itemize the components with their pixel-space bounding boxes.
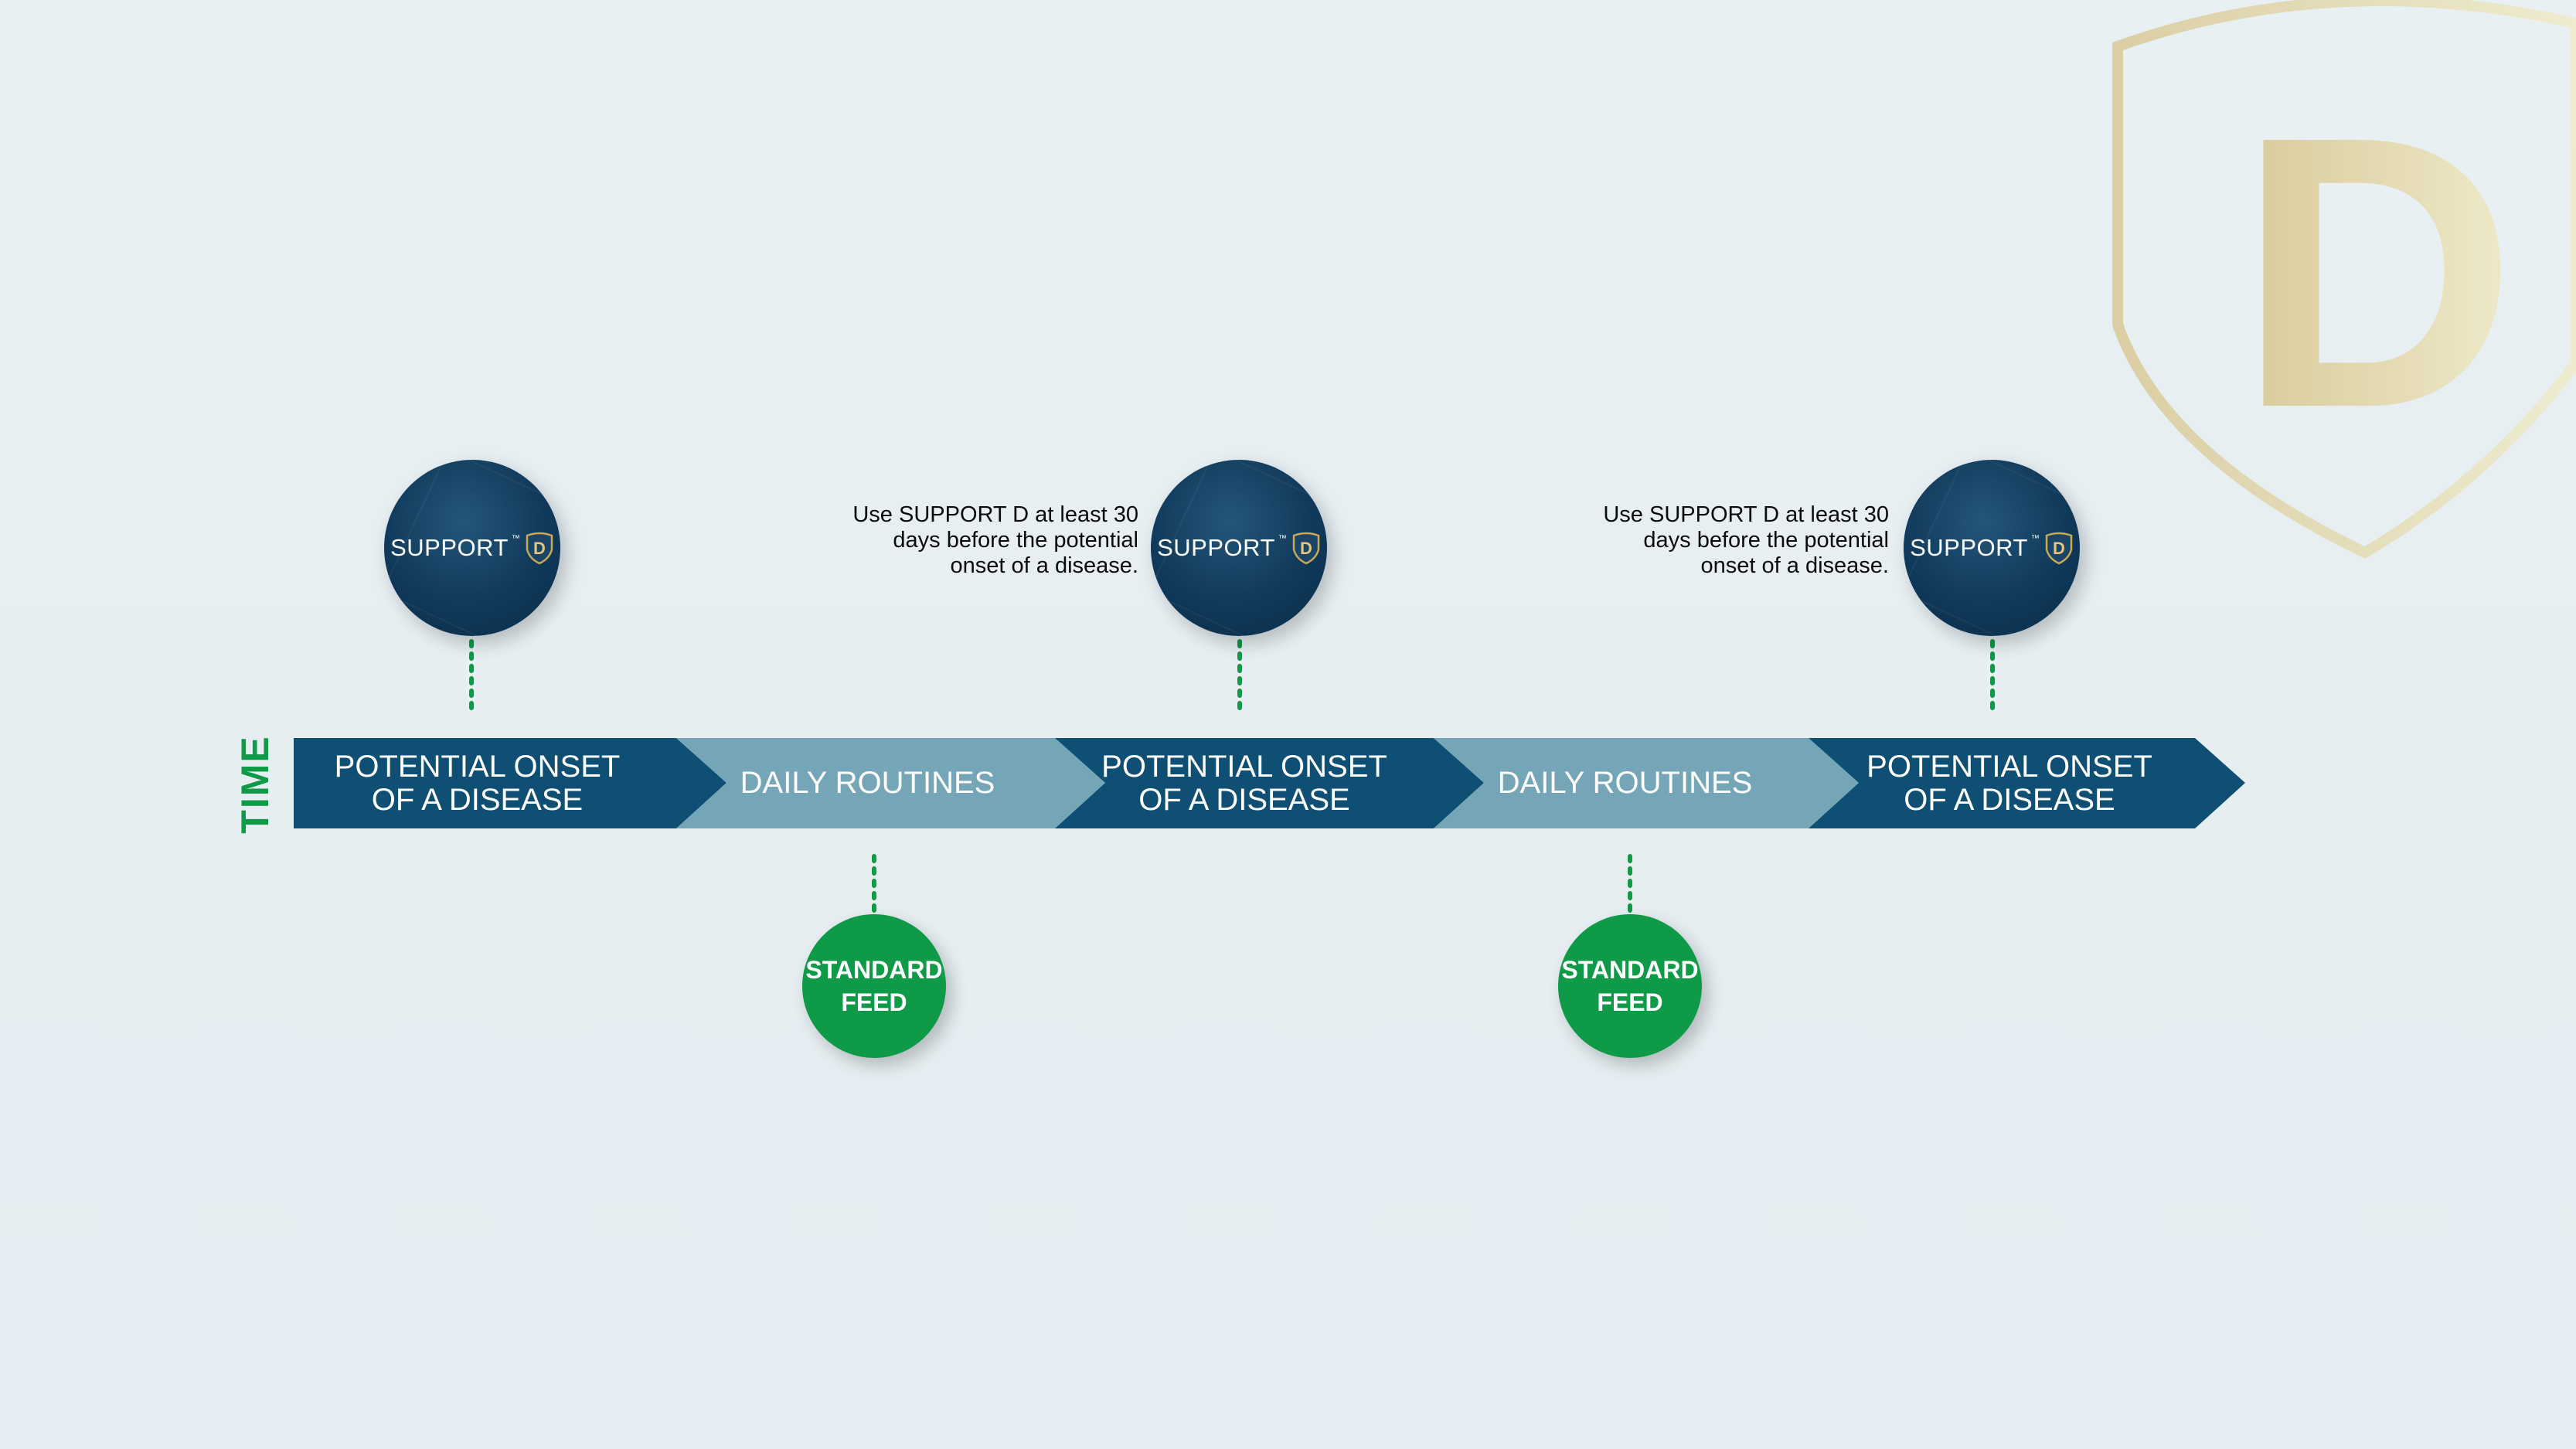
badge-text: SUPPORT: [1910, 534, 2028, 561]
segment-routine-2: [1434, 738, 1859, 828]
segment-label-routine-1: DAILY ROUTINES: [740, 766, 995, 800]
segment-label-onset-3: POTENTIAL ONSET OF A DISEASE: [1866, 749, 2152, 817]
background-shield-watermark: D: [2112, 0, 2576, 559]
standard-feed-circle-1: STANDARD FEED: [802, 914, 946, 1058]
standard-feed-circle-2: STANDARD FEED: [1558, 914, 1702, 1058]
segment-routine-1: [676, 738, 1105, 828]
d-shield-icon: D: [2045, 532, 2073, 565]
segment-onset-1: [294, 738, 727, 828]
watermark-letter: D: [2237, 56, 2516, 488]
svg-text:D: D: [2053, 539, 2065, 558]
time-axis-label: TIME: [233, 735, 277, 834]
segment-onset-3: [1809, 738, 2245, 828]
badge-trademark: ™: [1278, 534, 1287, 543]
support-usage-note-2: Use SUPPORT D at least 30 days before th…: [1603, 502, 1889, 578]
badge-text: SUPPORT: [1157, 534, 1275, 561]
segment-onset-2: [1055, 738, 1484, 828]
svg-text:D: D: [533, 539, 546, 558]
badge-trademark: ™: [2030, 534, 2040, 543]
svg-text:D: D: [1300, 539, 1312, 558]
segment-label-routine-2: DAILY ROUTINES: [1497, 766, 1753, 800]
d-shield-icon: D: [526, 532, 553, 565]
badge-trademark: ™: [511, 534, 520, 543]
segment-label-onset-1: POTENTIAL ONSET OF A DISEASE: [334, 749, 621, 817]
badge-text: SUPPORT: [390, 534, 509, 561]
support-usage-note-1: Use SUPPORT D at least 30 days before th…: [852, 502, 1138, 578]
d-shield-icon: D: [1292, 532, 1320, 565]
segment-label-onset-2: POTENTIAL ONSET OF A DISEASE: [1101, 749, 1387, 817]
